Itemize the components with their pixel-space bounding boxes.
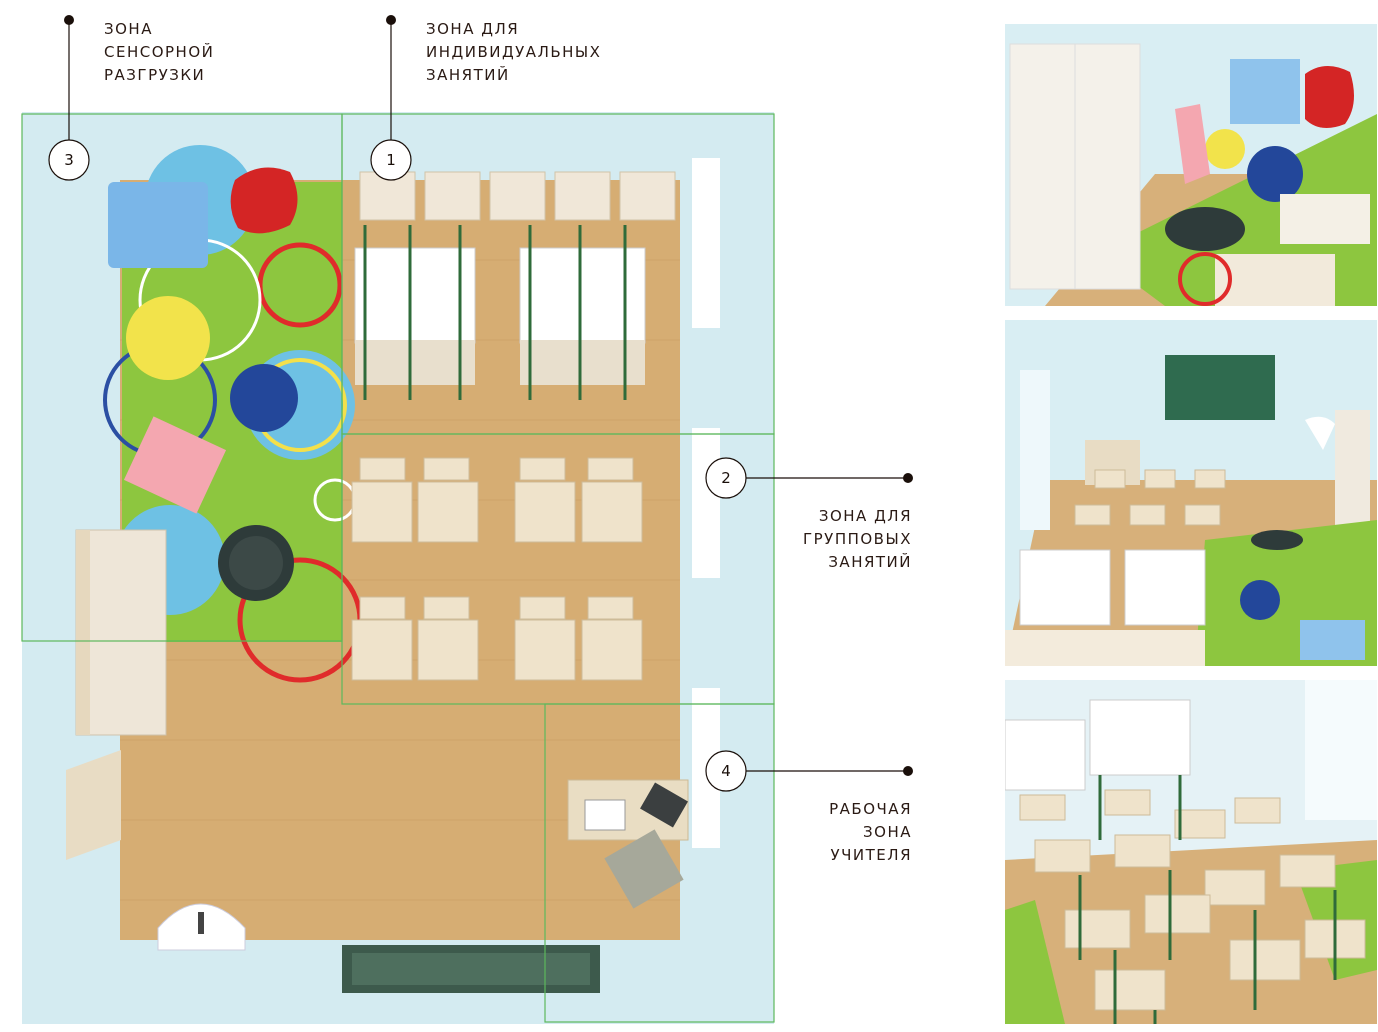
callout-dot-2 — [903, 473, 913, 483]
zone-3-label: ЗОНА СЕНСОРНОЙ РАЗГРУЗКИ — [104, 20, 215, 84]
view-classroom-back — [1005, 680, 1377, 1024]
zone-4-label: РАБОЧАЯ ЗОНА УЧИТЕЛЯ — [829, 800, 912, 864]
soft-cube — [108, 182, 208, 268]
individual-desks — [354, 225, 646, 400]
group-desks — [351, 457, 643, 681]
shelf-row — [359, 171, 676, 221]
window-top — [692, 158, 720, 328]
zone-outline-4 — [544, 703, 775, 1023]
red-bean-bag — [230, 167, 298, 234]
wardrobe — [75, 529, 167, 736]
zone-1-label: ЗОНА ДЛЯ ИНДИВИДУАЛЬНЫХ ЗАНЯТИЙ — [426, 20, 602, 84]
zone-2-label: ЗОНА ДЛЯ ГРУППОВЫХ ЗАНЯТИЙ — [802, 507, 912, 571]
laptop — [640, 782, 688, 828]
door — [66, 749, 121, 860]
notebook — [584, 799, 626, 831]
classroom-floor-plan — [21, 112, 775, 1024]
yellow-ball-chair — [126, 296, 210, 380]
blue-pouf — [230, 364, 298, 432]
window-middle — [692, 428, 720, 578]
teacher-chair — [604, 829, 684, 909]
view-sensory-corner — [1005, 24, 1377, 306]
callout-dot-4 — [903, 766, 913, 776]
window-bottom — [692, 688, 720, 848]
view-classroom-front — [1005, 320, 1377, 666]
pink-rocking-chair — [123, 416, 227, 514]
